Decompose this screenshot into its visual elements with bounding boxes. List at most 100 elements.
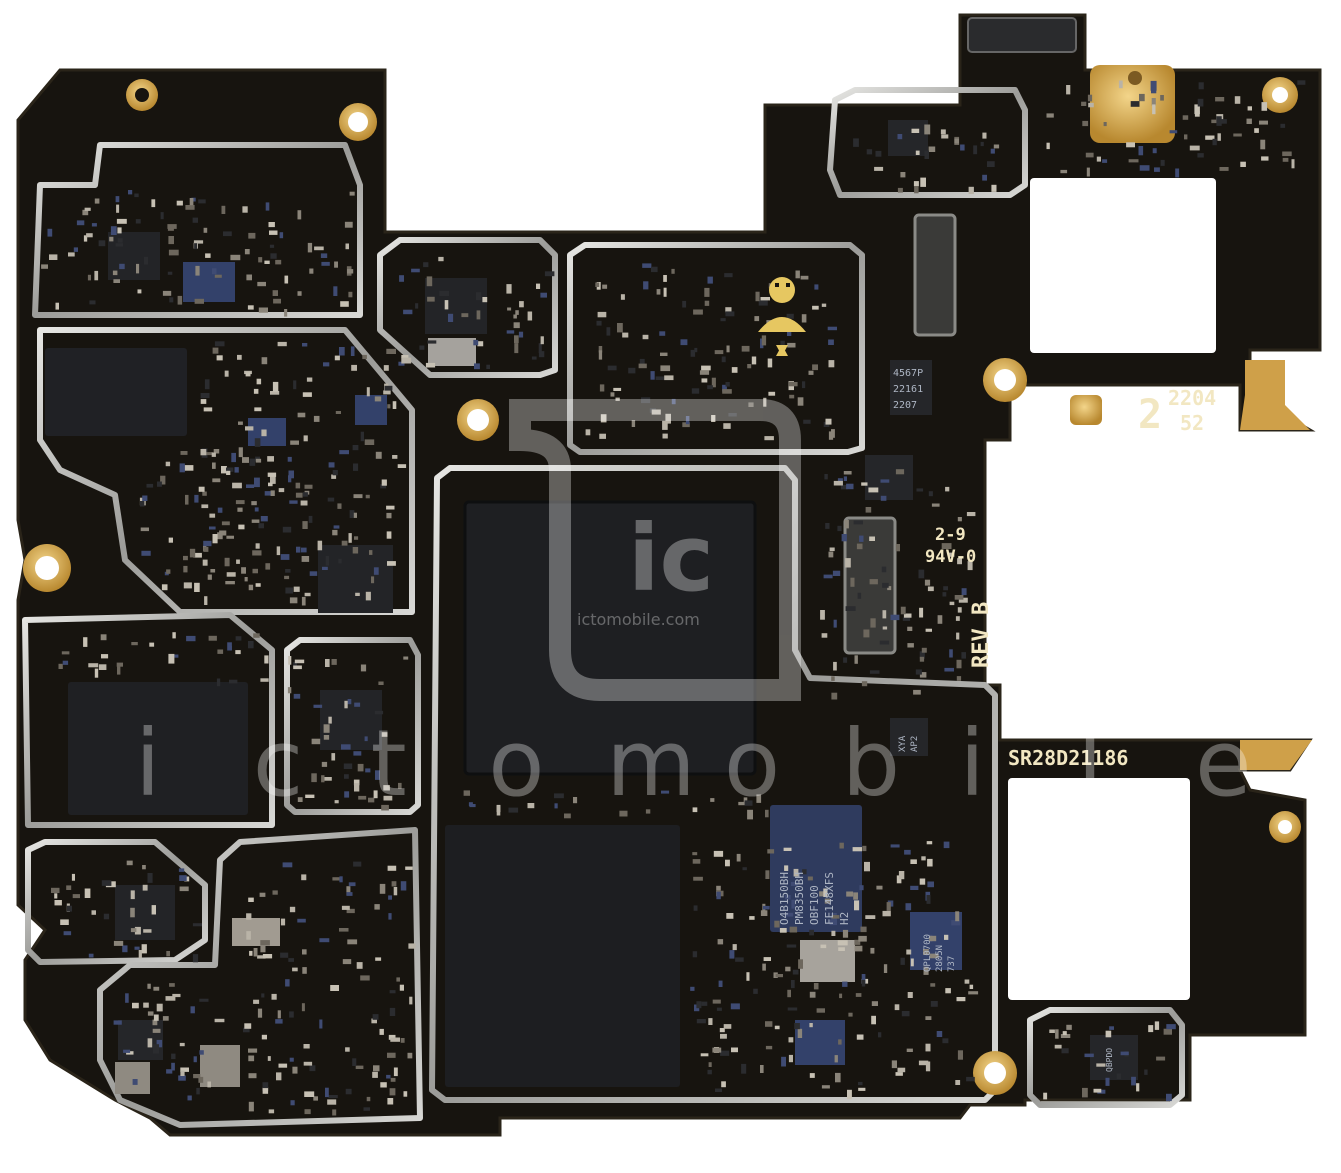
smd-component: [110, 226, 117, 235]
smd-component: [301, 596, 306, 606]
smd-component: [1175, 168, 1180, 178]
smd-component: [146, 483, 154, 488]
smd-component: [861, 979, 866, 987]
smd-component: [701, 378, 708, 383]
smd-component: [217, 507, 223, 513]
smd-component: [172, 632, 176, 639]
smd-component: [262, 954, 273, 959]
smd-component: [693, 309, 703, 315]
smd-component: [833, 661, 837, 671]
smd-component: [192, 954, 199, 963]
storage-chip: [68, 682, 248, 815]
smd-component: [115, 243, 123, 247]
smd-component: [203, 546, 209, 552]
smd-component: [156, 1003, 163, 1012]
smd-component: [130, 928, 137, 933]
smd-component: [260, 678, 269, 682]
chip-small-4: [118, 1020, 163, 1060]
smd-component: [396, 977, 400, 982]
smd-component: [715, 1088, 722, 1092]
smd-component: [967, 561, 973, 571]
smd-component: [194, 582, 200, 592]
smd-component: [855, 993, 862, 997]
smd-component: [388, 1034, 396, 1040]
smd-component: [153, 1014, 159, 1021]
smd-component: [353, 463, 359, 471]
smd-component: [845, 606, 856, 611]
smd-component: [730, 1003, 740, 1010]
smd-component: [217, 532, 223, 540]
smd-component: [758, 300, 768, 306]
smd-component: [193, 1074, 201, 1079]
modem-chip: [45, 348, 187, 436]
mount-hole-5-inner: [35, 556, 59, 580]
smd-component: [712, 999, 721, 1004]
smd-component: [88, 953, 94, 958]
smd-component: [371, 576, 375, 584]
smd-component: [252, 568, 258, 574]
smd-component: [293, 586, 300, 592]
smd-component: [231, 452, 236, 463]
smd-component: [212, 462, 216, 469]
smd-component: [895, 469, 905, 475]
smd-component: [332, 470, 338, 476]
smd-component: [321, 261, 330, 266]
smd-component: [171, 1062, 175, 1071]
smd-component: [798, 959, 803, 969]
smd-component: [735, 957, 744, 962]
smd-component: [254, 438, 261, 447]
smd-component: [1060, 169, 1068, 174]
smd-component: [656, 289, 661, 295]
smd-component: [690, 349, 696, 357]
flammability-a: 2-9: [935, 525, 966, 545]
smd-component: [304, 484, 313, 489]
smd-component: [241, 567, 246, 574]
board-cutout-top-right: [1030, 178, 1216, 353]
smd-component: [843, 471, 852, 475]
smd-component: [137, 289, 142, 294]
smd-component: [198, 199, 206, 204]
smd-component: [835, 1072, 841, 1083]
smd-component: [427, 340, 437, 344]
smd-component: [284, 309, 288, 317]
smd-component: [253, 388, 259, 394]
smd-component: [375, 770, 380, 780]
smd-component: [423, 262, 429, 268]
smd-component: [765, 809, 769, 818]
shield-small-top: [377, 237, 558, 378]
smd-component: [167, 271, 173, 275]
smd-component: [775, 974, 783, 978]
smd-component: [840, 485, 848, 490]
smd-component: [968, 186, 974, 194]
smd-component: [297, 918, 306, 923]
smd-component: [187, 1095, 192, 1101]
smd-component: [941, 134, 949, 139]
smd-component: [797, 397, 804, 406]
smd-component: [991, 184, 997, 192]
smd-component: [880, 479, 890, 483]
smd-component: [704, 300, 710, 306]
smd-component: [400, 1038, 405, 1043]
smd-component: [253, 633, 260, 638]
smd-component: [788, 1054, 793, 1063]
smd-component: [194, 494, 199, 503]
smd-component: [260, 516, 268, 522]
smd-component: [920, 177, 926, 187]
smd-component: [943, 586, 948, 591]
smd-component: [115, 196, 120, 203]
smd-component: [540, 336, 544, 345]
smd-component: [368, 797, 375, 803]
smd-component: [123, 1049, 131, 1053]
smd-component: [353, 751, 362, 756]
smd-component: [1046, 113, 1054, 118]
smd-component: [918, 569, 925, 579]
smd-component: [941, 543, 952, 549]
gold-antenna-tab-top: [1240, 360, 1310, 430]
smd-component: [954, 595, 964, 600]
batch-digit: 2: [1138, 392, 1162, 438]
smd-component: [157, 481, 162, 487]
smd-component: [302, 949, 307, 955]
smd-component: [784, 895, 791, 900]
smd-component: [1105, 1077, 1110, 1086]
smd-component: [366, 387, 370, 397]
